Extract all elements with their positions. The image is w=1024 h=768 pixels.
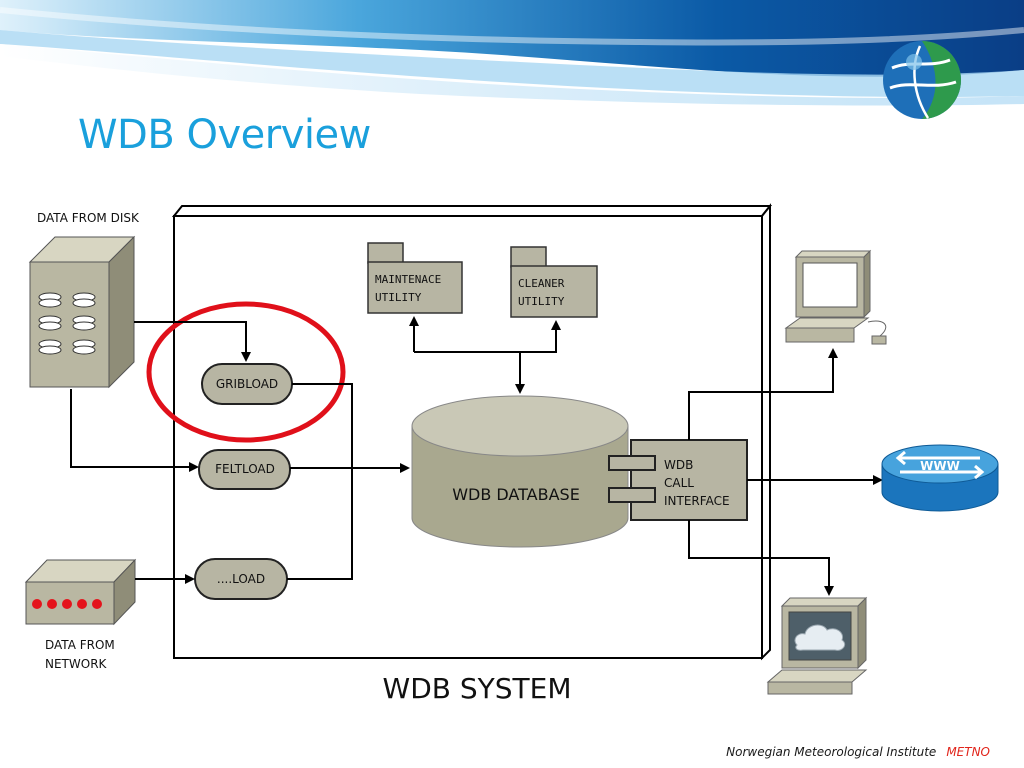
gribload-highlight (146, 301, 346, 443)
network-device-icon (24, 558, 137, 626)
interface-label-line1: WDB (664, 458, 693, 472)
maintenance-utility-component (367, 242, 463, 314)
header-banner (0, 0, 1024, 106)
footer: Norwegian Meteorological Institute METNO (726, 745, 990, 759)
data-from-disk-label: DATA FROM DISK (37, 211, 140, 225)
maintenance-label-line2: UTILITY (375, 291, 422, 304)
footer-brand: METNO (946, 745, 990, 759)
load-label: ....LOAD (217, 572, 265, 586)
interface-label-line2: CALL (664, 476, 694, 490)
globe-logo-icon (883, 41, 961, 119)
interface-label-line3: INTERFACE (664, 494, 730, 508)
slide-title: WDB Overview (78, 112, 371, 158)
connector-lines (70, 316, 883, 596)
wdb-call-interface (608, 439, 748, 521)
feltload-label: FELTLOAD (215, 462, 275, 476)
desktop-computer-icon (784, 249, 887, 345)
footer-organization: Norwegian Meteorological Institute (726, 745, 937, 759)
cloud-monitor-icon (766, 596, 868, 695)
feltload-component (198, 449, 291, 490)
cleaner-label-line1: CLEANER (518, 277, 565, 290)
cleaner-utility-component (510, 246, 598, 318)
gribload-label: GRIBLOAD (216, 377, 278, 391)
router-icon (881, 444, 999, 512)
wdb-database (411, 395, 629, 548)
database-label: WDB DATABASE (452, 485, 580, 504)
wdb-system-label: WDB SYSTEM (383, 672, 572, 705)
server-icon (28, 235, 136, 389)
maintenance-label-line1: MAINTENACE (375, 273, 441, 286)
cleaner-label-line2: UTILITY (518, 295, 565, 308)
data-from-network-label-line2: NETWORK (45, 657, 108, 671)
data-from-network-label-line1: DATA FROM (45, 638, 115, 652)
www-label: WWW (920, 459, 960, 473)
